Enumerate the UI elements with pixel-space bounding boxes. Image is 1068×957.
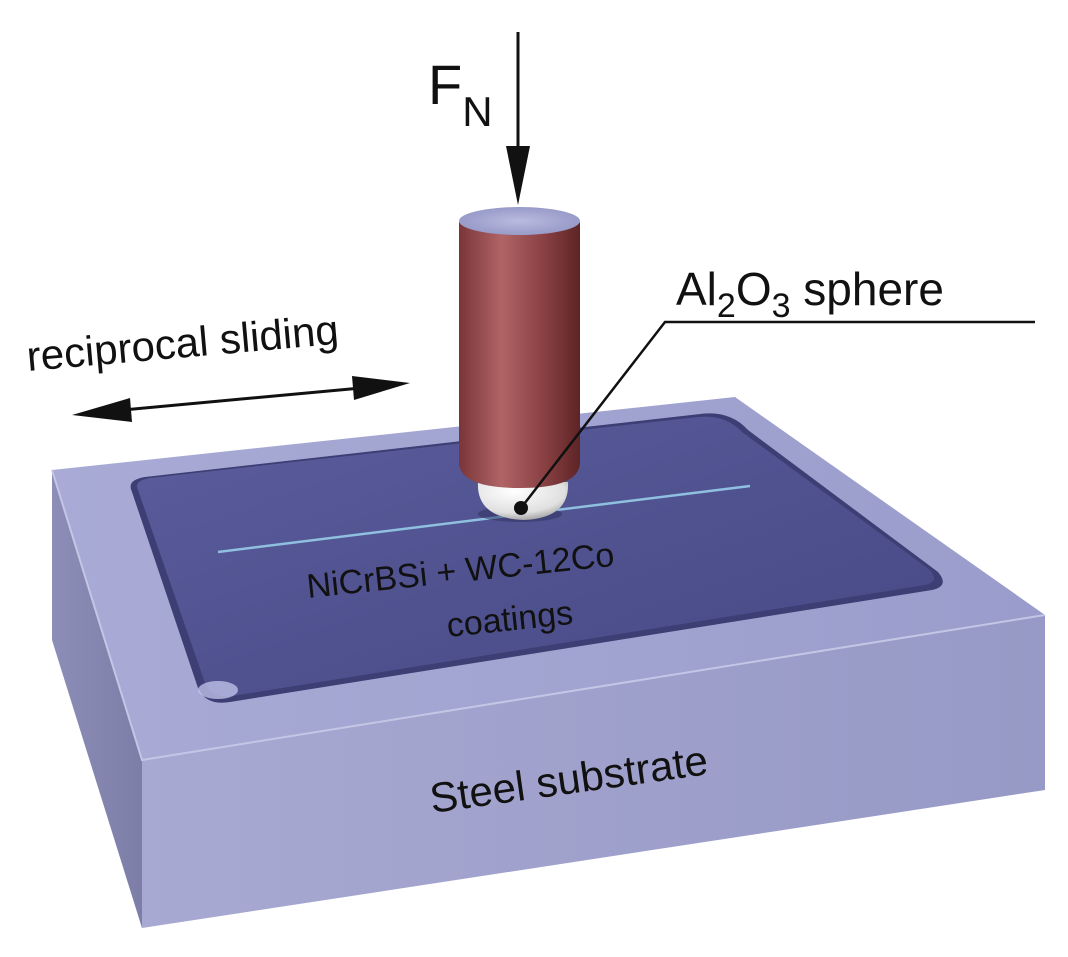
substrate-edge-highlight — [51, 469, 1046, 762]
force-arrow-head — [506, 146, 530, 205]
sliding-arrow-head-left — [72, 398, 132, 422]
sliding-arrow-head-right — [352, 376, 410, 400]
pin-top-cap — [459, 207, 580, 235]
alumina-sphere — [477, 482, 569, 520]
sphere-label: Al2O3 sphere — [676, 263, 944, 325]
substrate-left-face — [52, 470, 142, 928]
sliding-arrow-shaft — [111, 385, 373, 413]
sliding-direction-arrow — [72, 376, 410, 422]
pin-body — [459, 222, 580, 488]
substrate-front-face — [142, 615, 1045, 928]
force-label: FN — [428, 53, 493, 135]
normal-force-arrow — [506, 32, 530, 205]
coating-surface — [136, 416, 934, 697]
wear-track — [217, 484, 751, 554]
coating-corner-highlight — [198, 681, 238, 699]
coating-layer — [130, 413, 943, 703]
sliding-label: reciprocal sliding — [25, 306, 341, 380]
sphere-leader-line — [520, 320, 1035, 509]
pin-assembly — [459, 207, 580, 522]
